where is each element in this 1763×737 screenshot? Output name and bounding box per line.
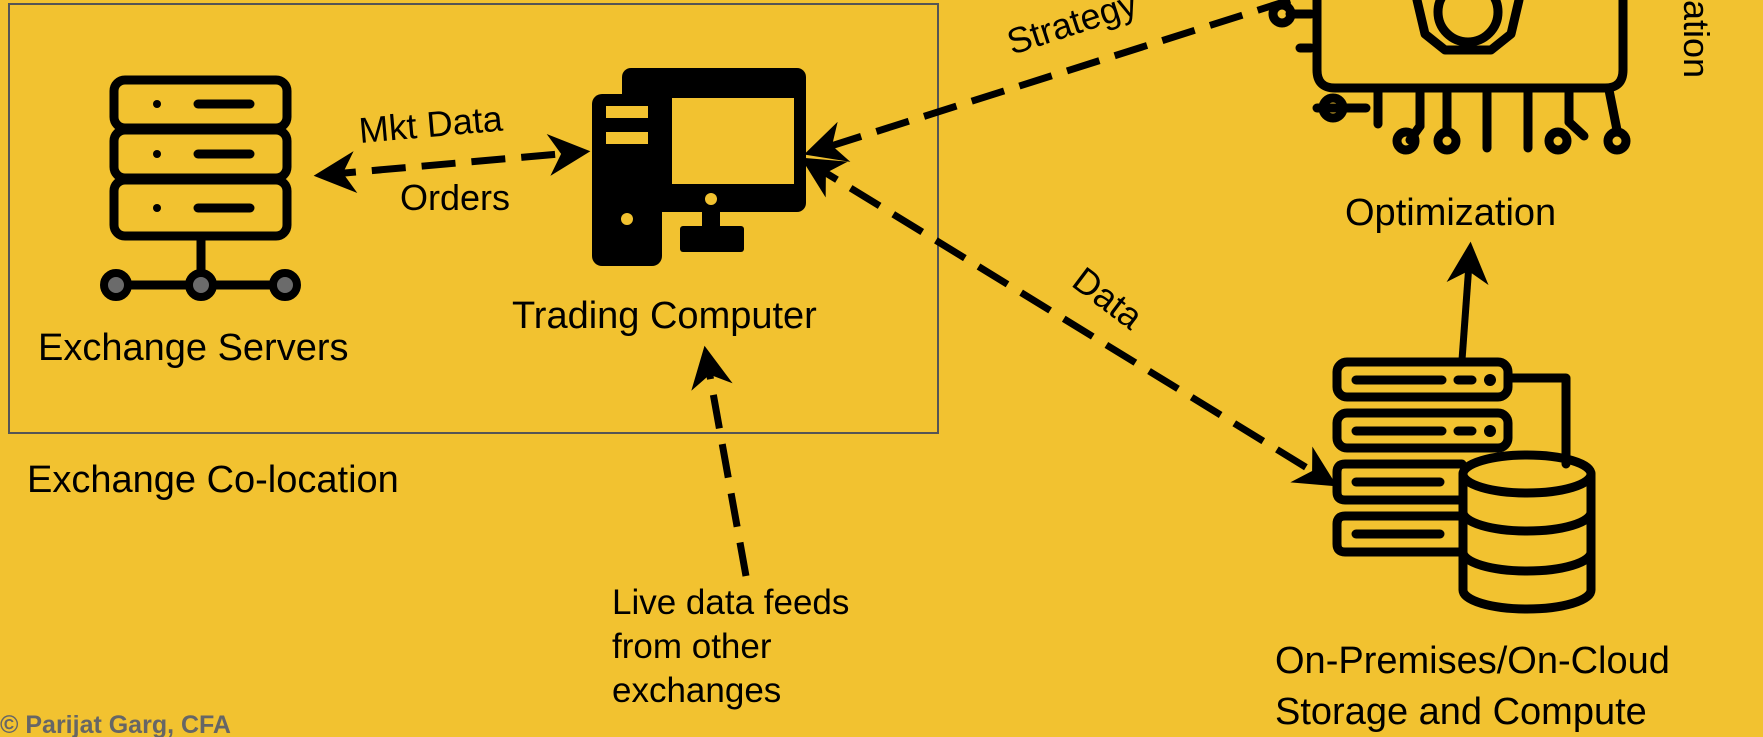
trading-computer-label: Trading Computer: [512, 295, 817, 337]
strategy-arrow: [803, 0, 1292, 162]
server-rack-icon: [100, 75, 301, 301]
storage-to-optimization-arrow: [1446, 241, 1489, 361]
mkt-data-label: Mkt Data: [357, 97, 505, 150]
mkt-data-orders-arrow: [313, 134, 591, 193]
chip-gear-icon: [1268, 0, 1631, 155]
orders-label: Orders: [400, 177, 510, 218]
vertical-cut-label: ation: [1676, 0, 1717, 78]
colocation-label: Exchange Co-location: [27, 459, 399, 501]
server-database-icon: [1332, 357, 1596, 614]
desktop-computer-icon: [592, 68, 806, 266]
feeds-label-line1: Live data feeds: [612, 583, 849, 622]
copyright-text: © Parijat Garg, CFA: [0, 711, 231, 737]
feeds-label-line2: from other: [612, 627, 772, 666]
storage-label-line1: On-Premises/On-Cloud: [1275, 640, 1670, 682]
optimization-label: Optimization: [1345, 192, 1556, 234]
data-arrow: [800, 157, 1338, 487]
feeds-label-line3: exchanges: [612, 671, 781, 710]
feeds-arrow: [691, 345, 750, 577]
exchange-servers-label: Exchange Servers: [38, 327, 349, 369]
storage-label-line2: Storage and Compute: [1275, 691, 1647, 733]
